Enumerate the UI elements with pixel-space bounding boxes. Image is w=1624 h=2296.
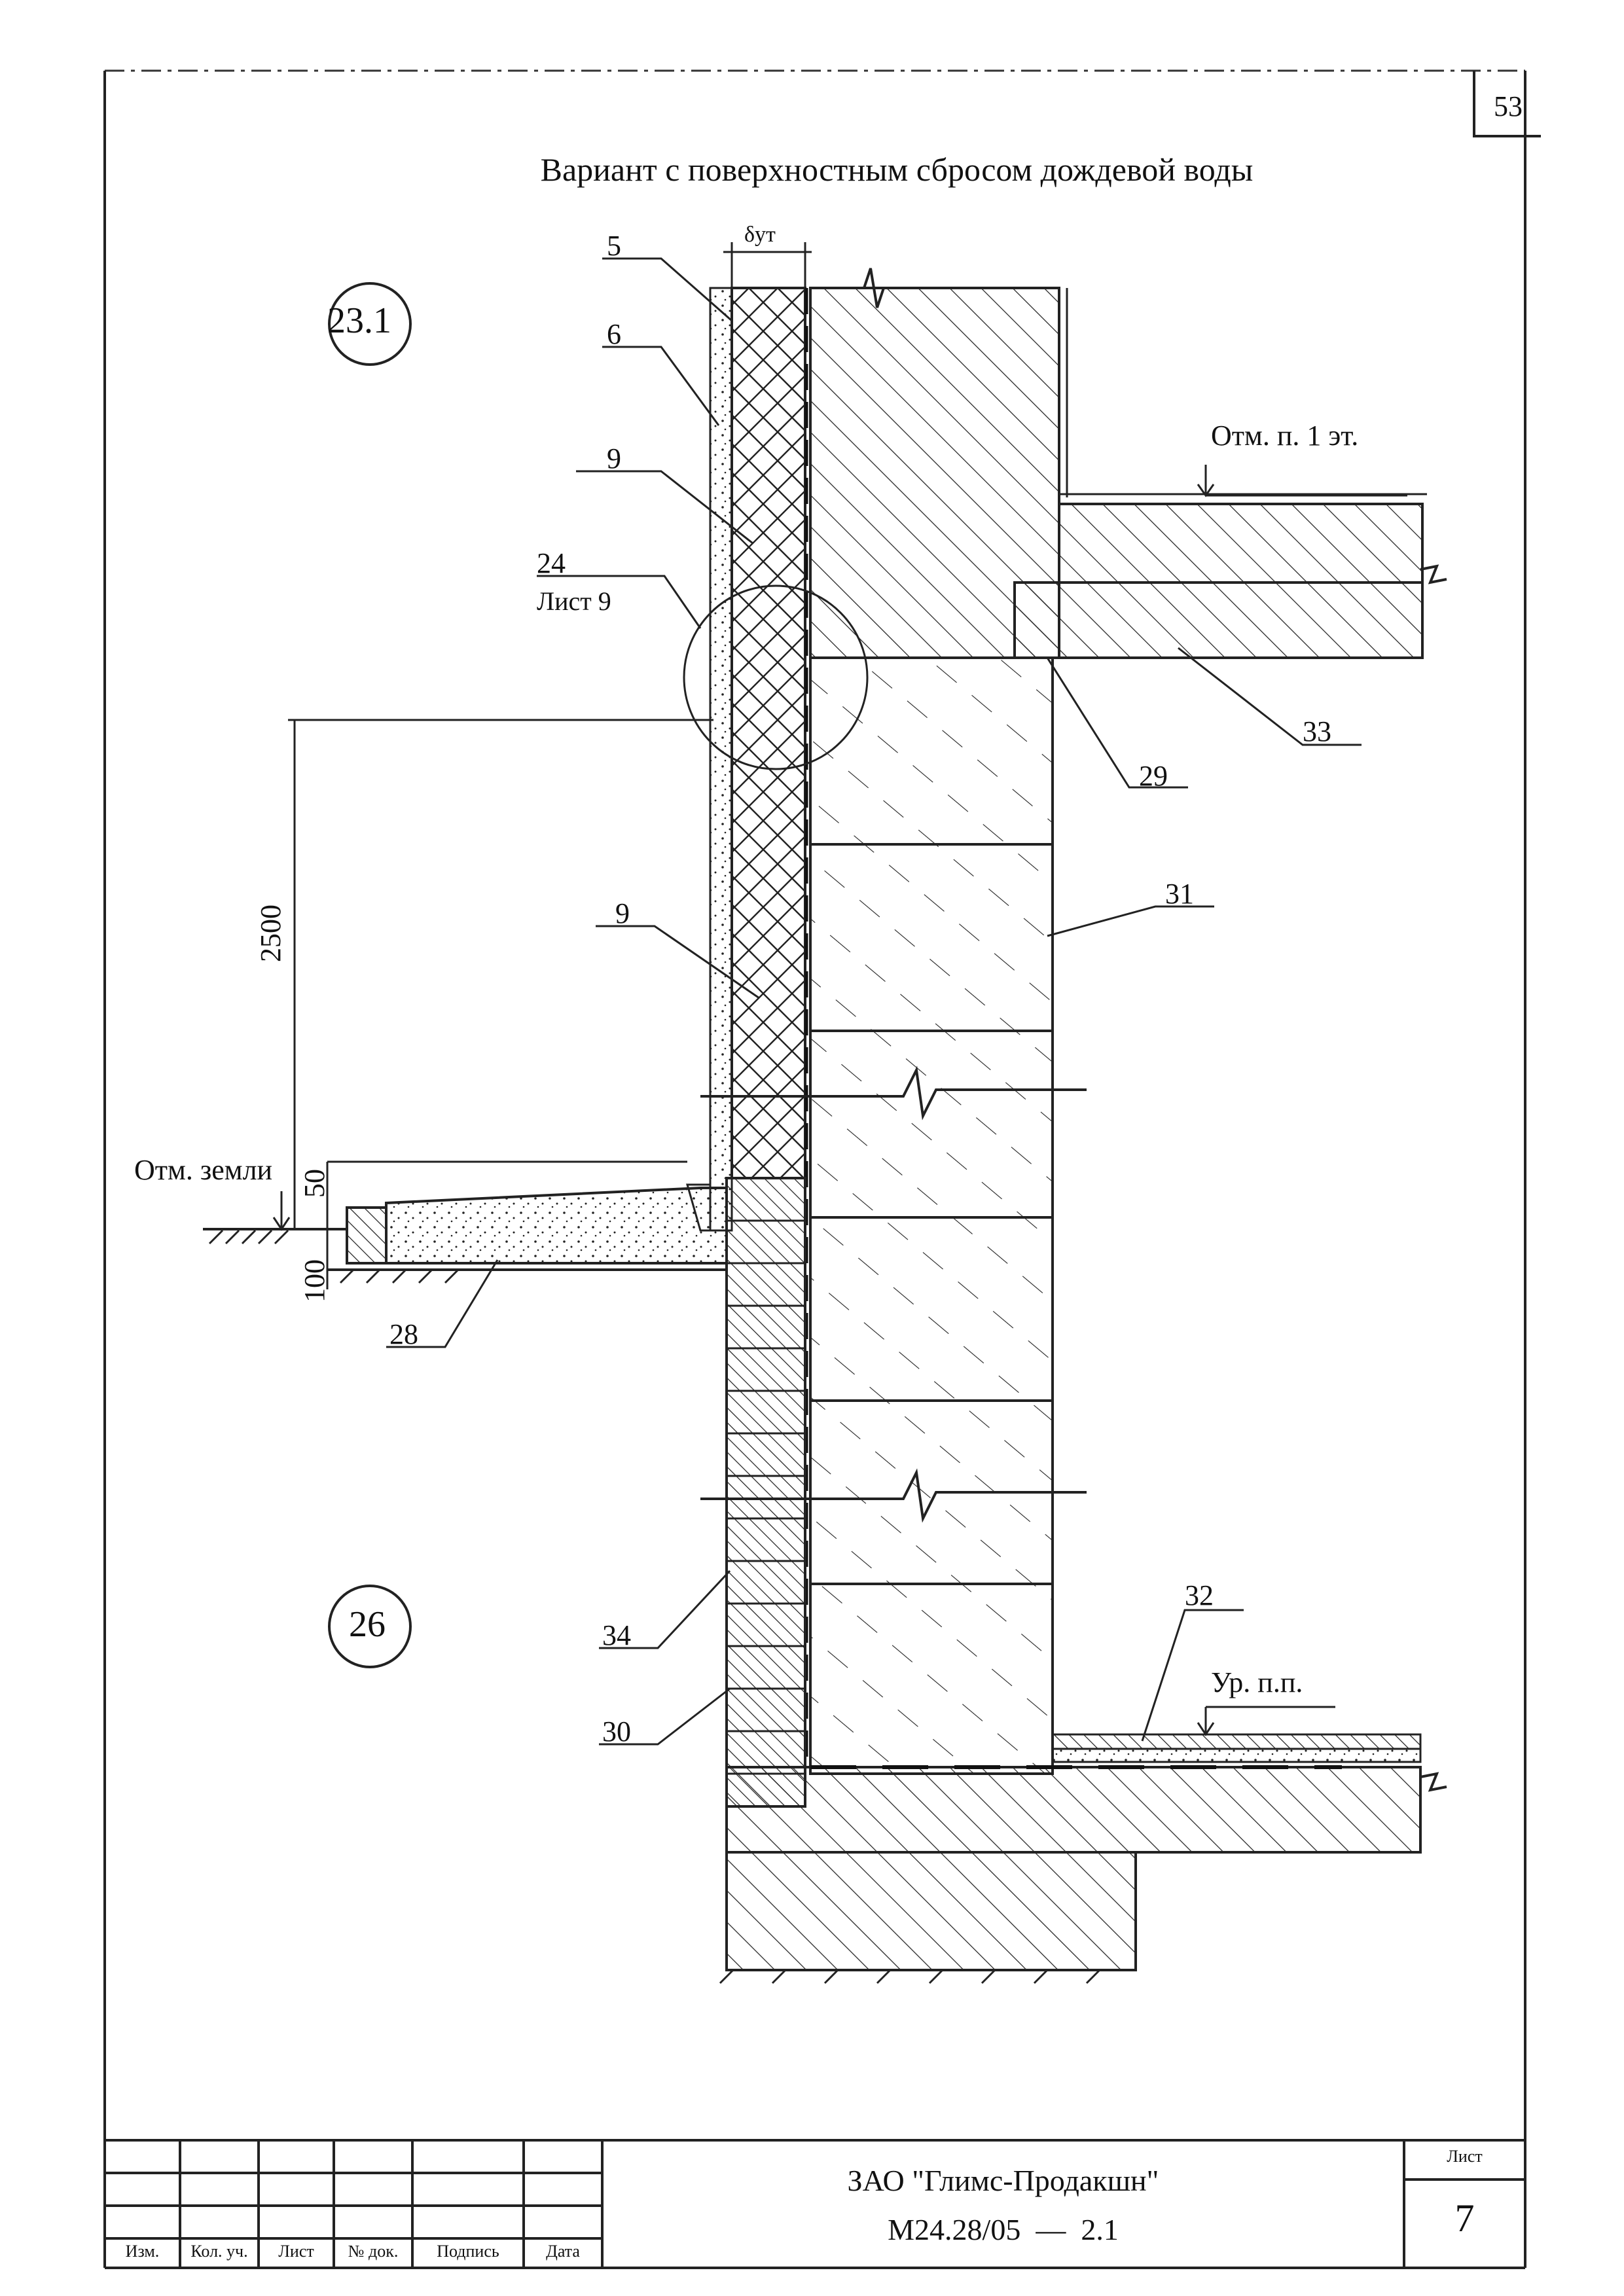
stamp-header-date: Дата [546, 2242, 580, 2261]
callout-32: 32 [1185, 1579, 1214, 1611]
level-basement: Ур. п.п. [1211, 1666, 1303, 1698]
callout-24-sheet: Лист 9 [537, 586, 611, 616]
callout-33: 33 [1303, 715, 1331, 747]
block-wall [809, 656, 1054, 1775]
blind-area [203, 1183, 728, 1271]
callout-6: 6 [607, 318, 621, 350]
stamp-header-signature: Подпись [437, 2242, 499, 2261]
level-floor1: Отм. п. 1 эт. [1211, 420, 1359, 452]
callout-24: 24 [537, 547, 566, 579]
sheet-corner-number: 53 [1473, 71, 1541, 137]
leader-lines [386, 257, 1407, 1746]
insulation-layer [731, 287, 806, 1179]
stamp-header-izm: Изм. [125, 2242, 160, 2261]
node-marker-23-1: 23.1 [327, 300, 391, 341]
foundation [725, 1766, 1422, 1971]
node-marker-circles [328, 282, 412, 1668]
stamp-header-doc-no: № док. [348, 2242, 399, 2261]
dimension-2500: 2500 [255, 905, 287, 962]
callout-31: 31 [1165, 878, 1194, 910]
detail-circle [683, 584, 869, 770]
stamp-company: ЗАО "Глимс-Продакшн" [847, 2164, 1159, 2197]
level-marks [272, 465, 1215, 1736]
floor-slab [1013, 493, 1427, 659]
callout-28: 28 [389, 1318, 418, 1350]
ground-hatch [208, 1229, 1101, 1984]
stamp-sheet-number: 7 [1454, 2197, 1475, 2240]
stamp-header-list: Лист [278, 2242, 314, 2261]
sheet-frame [103, 69, 1526, 2269]
stamp-code: М24.28/05 — 2.1 [888, 2213, 1119, 2246]
break-lines [700, 268, 1447, 1792]
dimension-100: 100 [298, 1259, 331, 1302]
dimension-insulation-thickness: δут [744, 223, 776, 247]
callout-9-lower: 9 [615, 897, 630, 929]
node-marker-26: 26 [349, 1604, 386, 1645]
callout-29: 29 [1139, 760, 1168, 792]
level-ground: Отм. земли [134, 1154, 273, 1186]
plaster-layer [709, 287, 733, 1232]
stamp-grid [105, 2139, 1525, 2268]
drawing-title: Вариант с поверхностным сбросом дождевой… [540, 151, 1254, 188]
basement-floor [810, 1733, 1422, 1769]
dimension-lines [288, 242, 812, 1289]
brick-protection [725, 1177, 806, 1808]
stamp-sheet-label: Лист [1447, 2147, 1483, 2166]
callout-5: 5 [607, 230, 621, 262]
callout-9-upper: 9 [607, 442, 621, 475]
dimension-50: 50 [298, 1169, 331, 1198]
stamp-header-kol-uch: Кол. уч. [190, 2242, 248, 2261]
callout-34: 34 [602, 1619, 631, 1651]
callout-30: 30 [602, 1715, 631, 1748]
